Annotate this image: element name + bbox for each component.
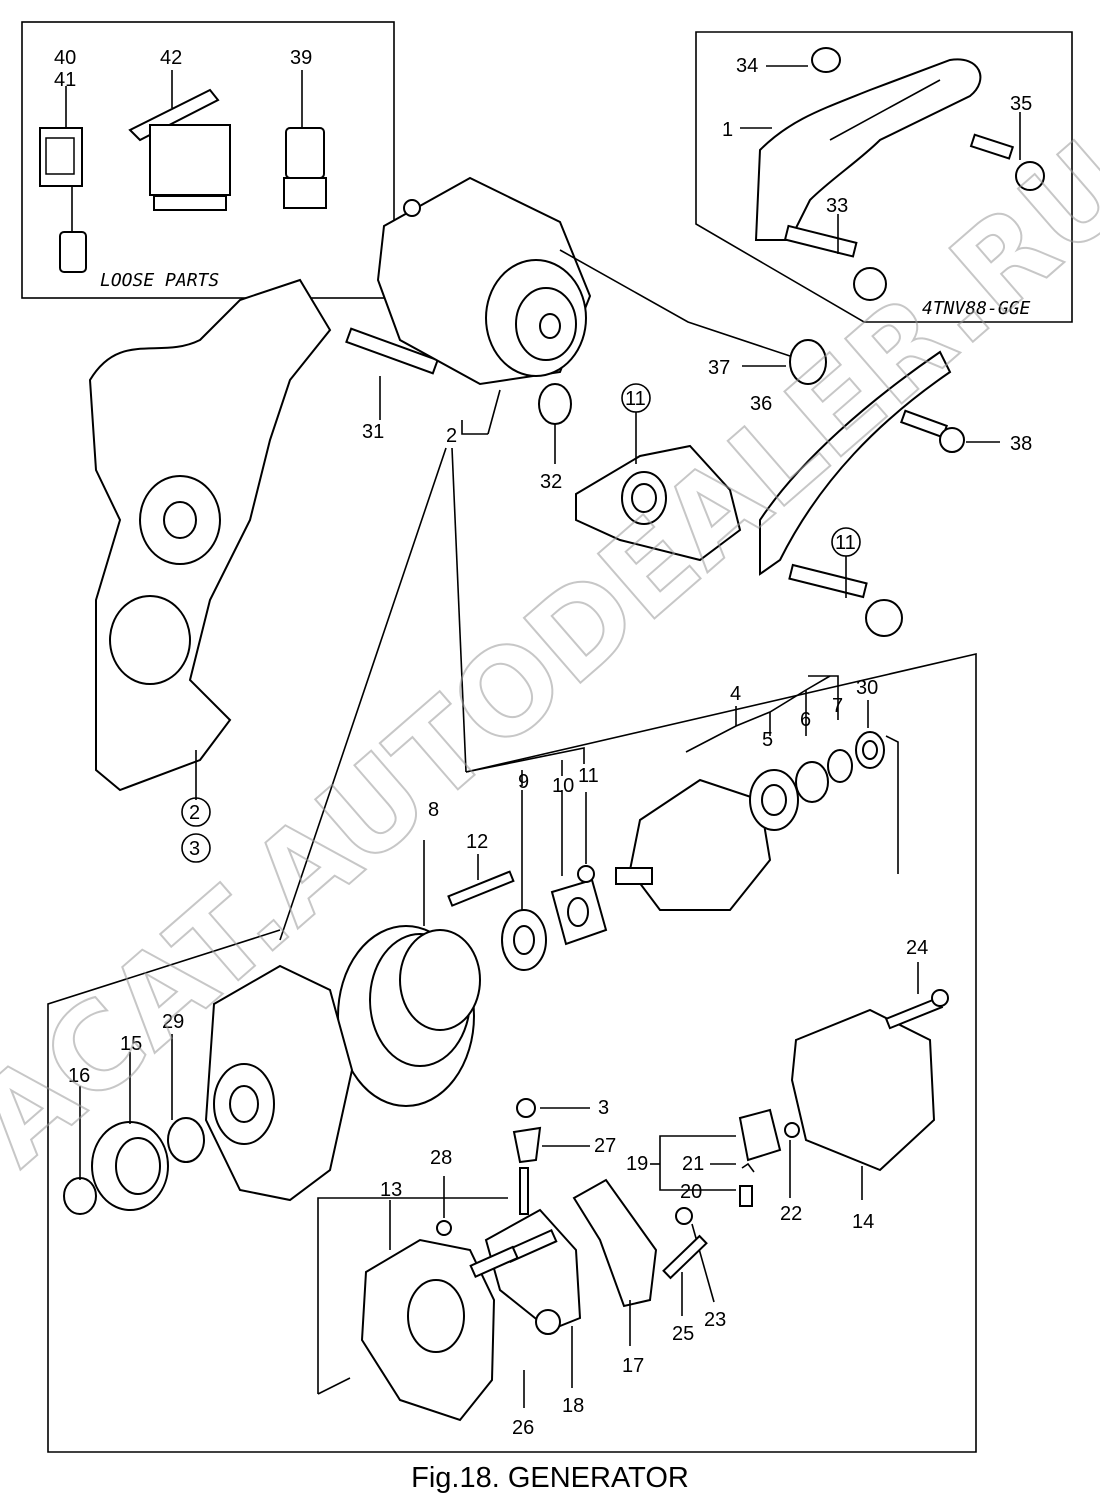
label-21: 21 [682, 1153, 704, 1175]
label-6: 6 [800, 709, 811, 731]
label-40: 40 [54, 47, 76, 69]
label-18: 18 [562, 1395, 584, 1417]
label-16: 16 [68, 1065, 90, 1087]
label-11-c: 11 [578, 765, 599, 787]
label-27: 27 [594, 1135, 616, 1157]
label-39: 39 [290, 47, 312, 69]
label-25: 25 [672, 1323, 694, 1345]
figure-caption: Fig.18. GENERATOR [411, 1462, 689, 1494]
label-3: 3 [598, 1097, 609, 1119]
label-2-bottom: 2 [189, 802, 200, 824]
label-20: 20 [680, 1181, 702, 1203]
label-10: 10 [552, 775, 574, 797]
label-15: 15 [120, 1033, 142, 1055]
label-41: 41 [54, 69, 76, 91]
label-37: 37 [708, 357, 730, 379]
label-11-a: 11 [625, 388, 646, 410]
label-34: 34 [736, 55, 758, 77]
label-32: 32 [540, 471, 562, 493]
label-33: 33 [826, 195, 848, 217]
label-7: 7 [832, 695, 843, 717]
label-38: 38 [1010, 433, 1032, 455]
label-17: 17 [622, 1355, 644, 1377]
label-26: 26 [512, 1417, 534, 1439]
label-2-circle [181, 797, 211, 827]
label-42: 42 [160, 47, 182, 69]
loose-parts-label: LOOSE PARTS [100, 270, 219, 291]
bracket-variant-box: 4TNV88-GGE 34 35 1 33 [695, 31, 1073, 323]
label-5: 5 [762, 729, 773, 751]
label-19: 19 [626, 1153, 648, 1175]
pointer-line-left [279, 447, 447, 941]
label-3-circle-text: 3 [189, 838, 200, 860]
label-1: 1 [722, 119, 733, 141]
label-4: 4 [730, 683, 741, 705]
label-23: 23 [704, 1309, 726, 1331]
alternator-assembly: 31 2 32 11 37 36 38 11 2 3 [88, 176, 1032, 863]
label-2-top: 2 [446, 425, 457, 447]
variant-label: 4TNV88-GGE [922, 298, 1031, 319]
exploded-view-box: 4 5 6 7 30 8 9 10 11 12 24 29 15 16 3 27… [47, 652, 977, 1453]
label-3-circle [181, 833, 211, 863]
label-35: 35 [1010, 93, 1032, 115]
label-14: 14 [852, 1211, 874, 1233]
label-12: 12 [466, 831, 488, 853]
label-36: 36 [750, 393, 772, 415]
label-13: 13 [380, 1179, 402, 1201]
label-8: 8 [428, 799, 439, 821]
label-11-circle-b [831, 527, 861, 557]
pointer-line-right [451, 447, 467, 773]
label-11-b: 11 [835, 532, 856, 554]
loose-parts-box: LOOSE PARTS 40 41 42 39 [21, 21, 395, 299]
label-24: 24 [906, 937, 928, 959]
label-11-circle-a [621, 383, 651, 413]
label-31: 31 [362, 421, 384, 443]
label-28: 28 [430, 1147, 452, 1169]
label-29: 29 [162, 1011, 184, 1033]
label-30: 30 [856, 677, 878, 699]
label-22: 22 [780, 1203, 802, 1225]
label-9: 9 [518, 771, 529, 793]
